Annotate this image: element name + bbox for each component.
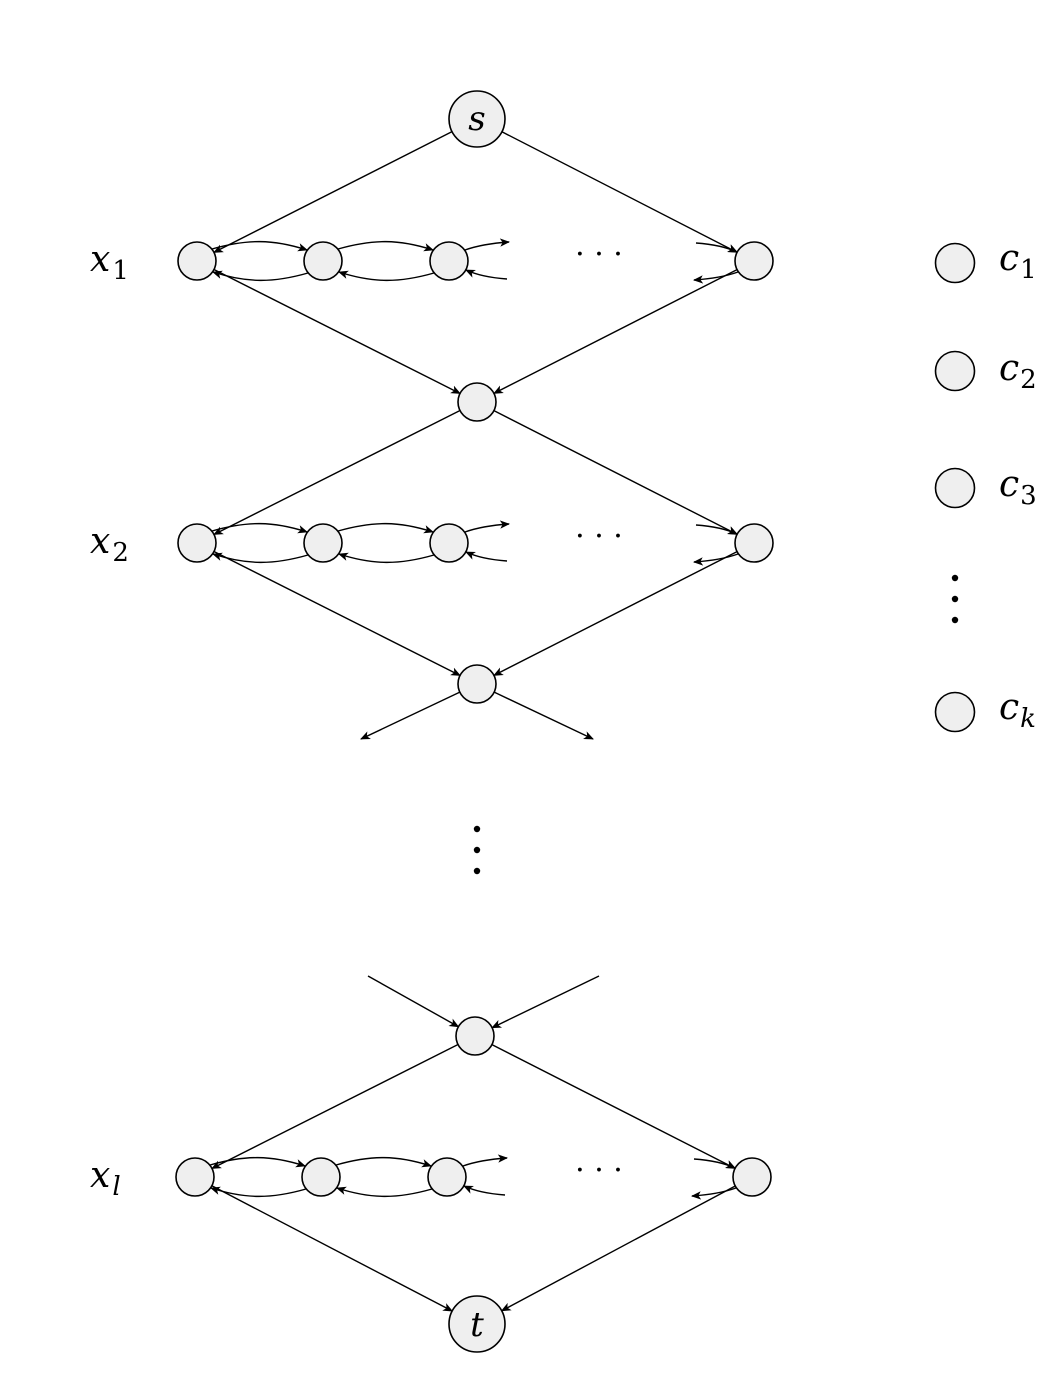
- gadget-label-x1: x1: [90, 239, 129, 286]
- gadget-label-x2: x2: [90, 521, 129, 568]
- clause-node: [934, 242, 976, 284]
- source-node-label: s: [468, 99, 485, 139]
- clause-label-ck: ck: [999, 687, 1036, 734]
- vertical-ellipsis-clauses: [951, 574, 959, 624]
- clause-node: [934, 691, 976, 733]
- diamond-stub: [367, 975, 460, 1028]
- chain-backward-stub: [693, 553, 739, 566]
- chain-forward-edge: [335, 1156, 432, 1168]
- source-node: [448, 90, 506, 148]
- gadget-node: [429, 523, 469, 563]
- nodes: [175, 90, 976, 1353]
- gadget-node: [177, 241, 217, 281]
- diamond-edge: [213, 409, 461, 536]
- chain-forward-stub: [693, 1158, 736, 1169]
- chain-forward-stub: [464, 238, 510, 251]
- chain-forward-edge: [337, 240, 434, 252]
- chain-backward-edge: [212, 552, 309, 564]
- gadget-node: [427, 1157, 467, 1197]
- diamond-stub: [360, 691, 461, 740]
- chain-forward-stub: [695, 242, 738, 253]
- clause-node: [934, 350, 976, 392]
- gadget-ellipsis: · · ·: [575, 519, 623, 554]
- edges: [209, 131, 739, 1312]
- diamond-edge: [211, 1185, 454, 1312]
- gadget-node: [175, 1157, 215, 1197]
- chain-forward-stub: [695, 524, 738, 535]
- diamond-edge: [500, 1185, 736, 1312]
- clause-label-c1: c1: [999, 238, 1037, 285]
- diamond-edge: [493, 268, 738, 395]
- connector-node: [457, 382, 497, 422]
- clause-label-c3: c3: [999, 464, 1037, 511]
- gadget-node: [301, 1157, 341, 1197]
- sink-node-label: t: [470, 1305, 484, 1345]
- chain-backward-edge: [212, 270, 309, 282]
- chain-backward-edge: [338, 552, 435, 564]
- chain-backward-stub: [463, 1185, 506, 1196]
- diamond-edge: [213, 268, 461, 395]
- chain-backward-edge: [336, 1186, 433, 1198]
- chain-forward-stub: [464, 520, 510, 533]
- gadget-node: [429, 241, 469, 281]
- chain-backward-stub: [465, 269, 508, 280]
- sink-node: [448, 1295, 506, 1353]
- diamond-edge: [493, 550, 738, 677]
- chain-backward-edge: [338, 270, 435, 282]
- clause-node: [934, 467, 976, 509]
- gadget-label-xl: xl: [90, 1155, 121, 1202]
- gadget-node-end: [732, 1157, 772, 1197]
- gadget-node: [177, 523, 217, 563]
- chain-backward-stub: [465, 551, 508, 562]
- diamond-edge: [211, 1043, 459, 1170]
- diamond-edge: [493, 409, 738, 536]
- chain-forward-stub: [462, 1154, 508, 1167]
- diamond-edge: [213, 550, 461, 677]
- gadget-ellipsis: · · ·: [575, 237, 623, 272]
- gadget-ellipsis: · · ·: [575, 1153, 623, 1188]
- diamond-stub: [491, 975, 600, 1029]
- connector-node: [457, 664, 497, 704]
- clause-label-c2: c2: [999, 348, 1037, 395]
- chain-forward-edge: [337, 522, 434, 534]
- connector-node: [455, 1016, 495, 1056]
- chain-backward-stub: [693, 271, 739, 284]
- chain-backward-stub: [691, 1187, 737, 1200]
- gadget-node: [303, 523, 343, 563]
- diamond-edge: [501, 131, 738, 253]
- gadget-node-end: [734, 523, 774, 563]
- vertical-ellipsis-gadgets: [473, 825, 481, 875]
- diamond-edge: [213, 131, 453, 254]
- diamond-edge: [491, 1043, 736, 1170]
- gadget-node-end: [734, 241, 774, 281]
- gadget-node: [303, 241, 343, 281]
- diamond-stub: [493, 691, 594, 740]
